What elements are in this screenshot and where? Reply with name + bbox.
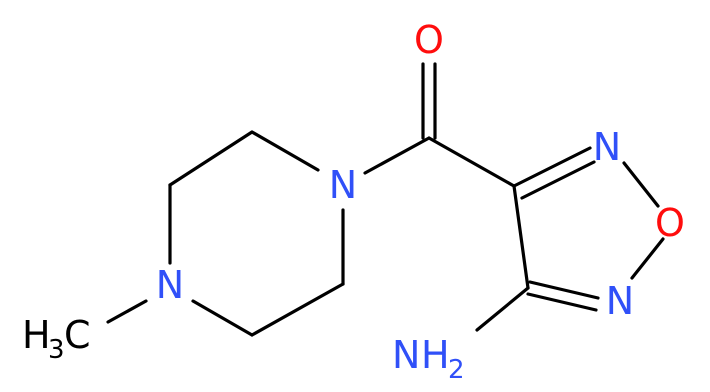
atom-labels: O N N N O N H 3 C N H 2: [22, 18, 685, 385]
atom-n-piperazine-methyl: N: [156, 263, 184, 307]
amine-h: H: [421, 333, 450, 377]
bond-ox-c3-n2-b: [520, 160, 596, 200]
atom-o-oxadiazole: O: [655, 201, 685, 245]
amine-group-label: N H 2: [392, 333, 465, 385]
bond-pip-4: [191, 299, 254, 337]
amine-subscript: 2: [448, 355, 465, 385]
methyl-c: C: [64, 313, 91, 357]
atom-n-oxadiazole-top: N: [593, 125, 621, 169]
bond-pip-2: [168, 130, 254, 187]
bond-ox-c4-c3: [512, 184, 530, 290]
bond-ox-n5-c4-a: [528, 280, 600, 300]
methyl-h: H: [22, 313, 51, 357]
methyl-subscript: 3: [48, 335, 65, 365]
bond-ox-c3-n2-a: [512, 146, 592, 188]
methyl-group-label: H 3 C: [22, 313, 91, 365]
bond-n-methyl: [106, 299, 148, 324]
bonds: [106, 62, 665, 337]
bond-ox-n5-c4-b: [526, 292, 598, 312]
bond-ox-o1-n5: [630, 237, 665, 280]
bond-pip-5: [250, 282, 345, 337]
amine-n: N: [392, 333, 420, 377]
bond-pip-1: [250, 130, 320, 172]
atom-n-oxadiazole-bottom: N: [606, 279, 634, 323]
bond-ox-n2-o1: [622, 161, 660, 208]
bond-carbonyl-n: [363, 136, 431, 175]
atom-n-piperazine-amide: N: [329, 163, 357, 207]
atom-o-carbonyl: O: [414, 18, 444, 62]
bond-carbonyl-ring: [427, 136, 516, 188]
bond-c4-amine: [475, 286, 530, 332]
